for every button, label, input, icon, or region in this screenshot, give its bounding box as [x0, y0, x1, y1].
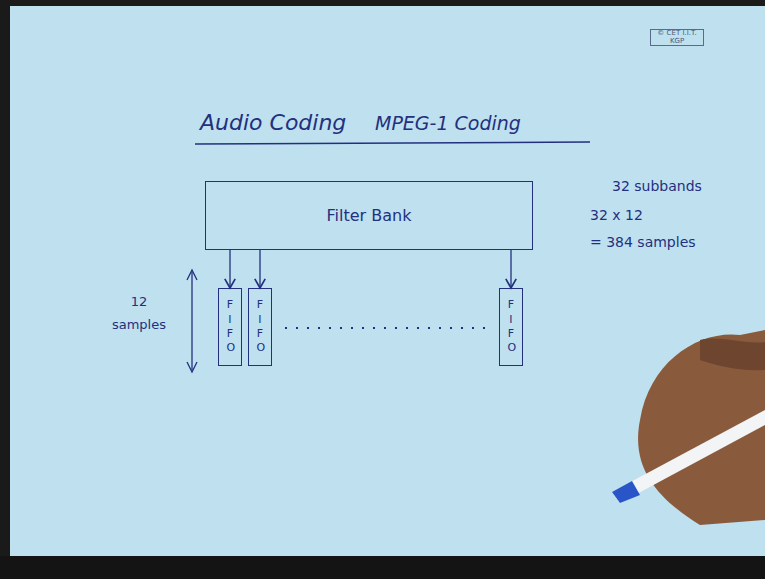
pen-cap [612, 481, 640, 503]
hand-shade [700, 339, 765, 371]
fifo-buffer: FIFO [218, 288, 242, 366]
subtitle: MPEG-1 Coding [375, 112, 521, 134]
connector-arrow [229, 250, 230, 288]
height-arrow-heads [187, 270, 197, 372]
subband-note: 32 subbands [612, 178, 702, 194]
ellipsis-dots [285, 327, 492, 329]
top-edge [0, 0, 765, 6]
product-note: 32 x 12 [590, 207, 643, 223]
copyright-stamp: © CET I.I.T. KGP [650, 29, 704, 46]
fifo-buffer: FIFO [248, 288, 272, 366]
node-text: FIFO [227, 298, 234, 355]
bottom-edge [0, 556, 765, 579]
title-underline [195, 142, 590, 144]
node-text: FIFO [257, 298, 264, 355]
connector-arrow [259, 250, 260, 288]
node-text: FIFO [508, 298, 515, 355]
fifo-buffer: FIFO [499, 288, 523, 366]
pen [612, 410, 765, 503]
connector-arrow [510, 250, 511, 288]
height-arrow [191, 272, 192, 370]
node-text: Filter Bank [327, 206, 412, 225]
diagram-title: Audio Coding [200, 110, 346, 135]
filter-bank-box: Filter Bank [205, 181, 533, 250]
size-label: 12 samples [108, 290, 170, 337]
result-note: = 384 samples [590, 234, 696, 250]
left-edge [0, 0, 10, 579]
